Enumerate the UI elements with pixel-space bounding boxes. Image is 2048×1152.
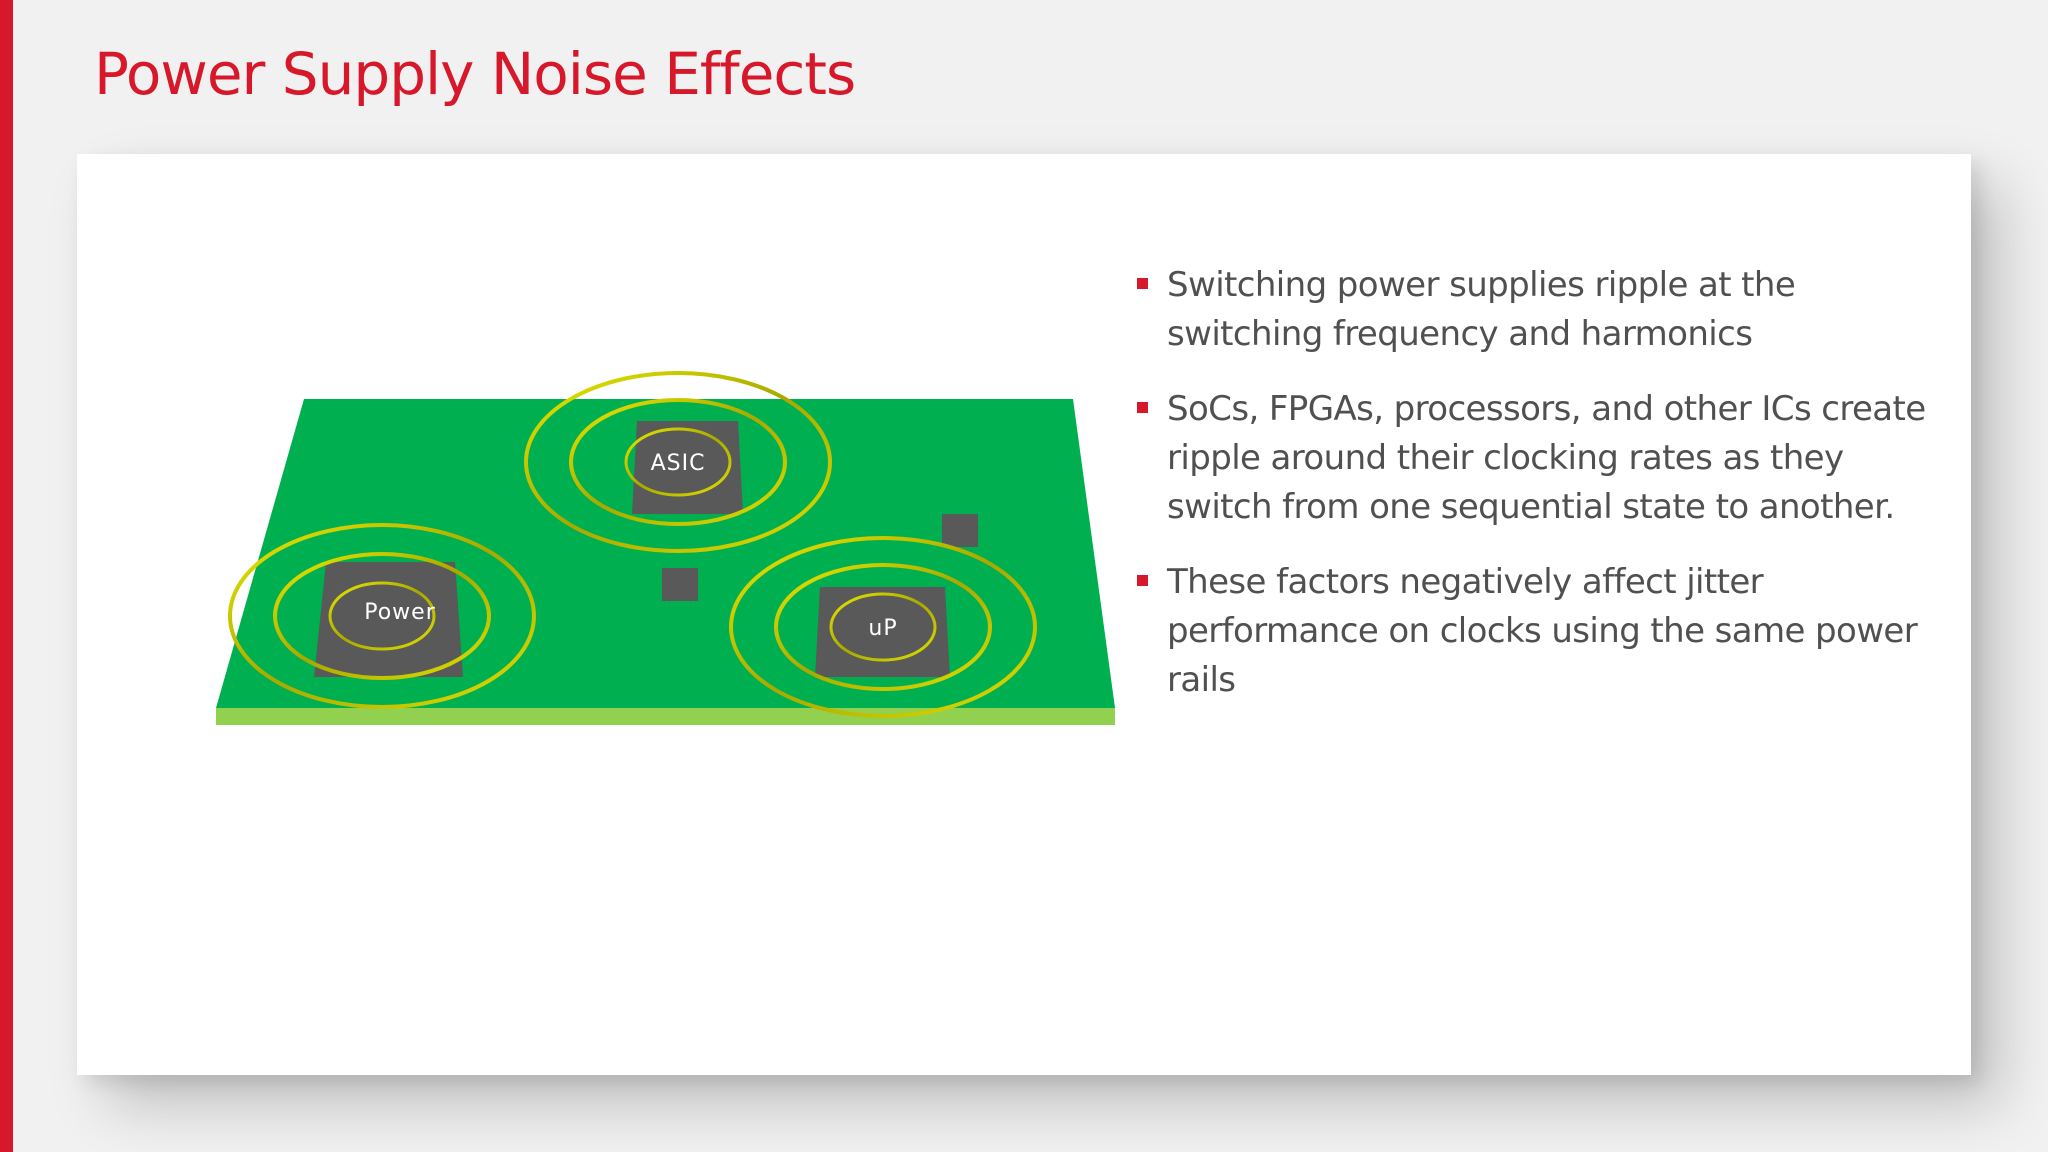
- slide-title: Power Supply Noise Effects: [94, 40, 856, 108]
- content-panel: ASIC Power uP Switching power supplies r…: [77, 154, 1971, 1075]
- bullet-text: SoCs, FPGAs, processors, and other ICs c…: [1167, 389, 1926, 527]
- bullet-list: Switching power supplies ripple at the s…: [1137, 261, 1937, 731]
- accent-bar: [0, 0, 13, 1152]
- asic-label: ASIC: [651, 451, 706, 476]
- ripple-ring: [829, 592, 937, 662]
- asic-chip: [632, 421, 743, 514]
- bullet-marker: [1137, 402, 1148, 413]
- bullet-marker: [1137, 278, 1148, 289]
- ripple-ring: [569, 398, 787, 526]
- bullet-marker: [1137, 575, 1148, 586]
- up-label: uP: [868, 616, 897, 641]
- bullet-item: These factors negatively affect jitter p…: [1137, 558, 1937, 705]
- ripple-ring: [328, 581, 436, 651]
- ripple-ring: [228, 523, 536, 709]
- bullet-item: SoCs, FPGAs, processors, and other ICs c…: [1137, 385, 1937, 532]
- small-component: [662, 568, 698, 601]
- ripple-ring: [624, 427, 732, 497]
- small-component: [942, 514, 978, 547]
- ripple-ring: [774, 563, 992, 691]
- power-label: Power: [364, 600, 436, 625]
- pcb-board-edge: [216, 708, 1115, 725]
- ripple-ring: [729, 536, 1037, 718]
- bullet-text: These factors negatively affect jitter p…: [1167, 562, 1918, 700]
- ripple-ring: [273, 552, 491, 680]
- bullet-item: Switching power supplies ripple at the s…: [1137, 261, 1937, 359]
- up-chip: [815, 587, 950, 677]
- pcb-diagram: ASIC Power uP: [216, 371, 1115, 725]
- ripple-ring: [524, 371, 832, 553]
- bullet-text: Switching power supplies ripple at the s…: [1167, 265, 1796, 354]
